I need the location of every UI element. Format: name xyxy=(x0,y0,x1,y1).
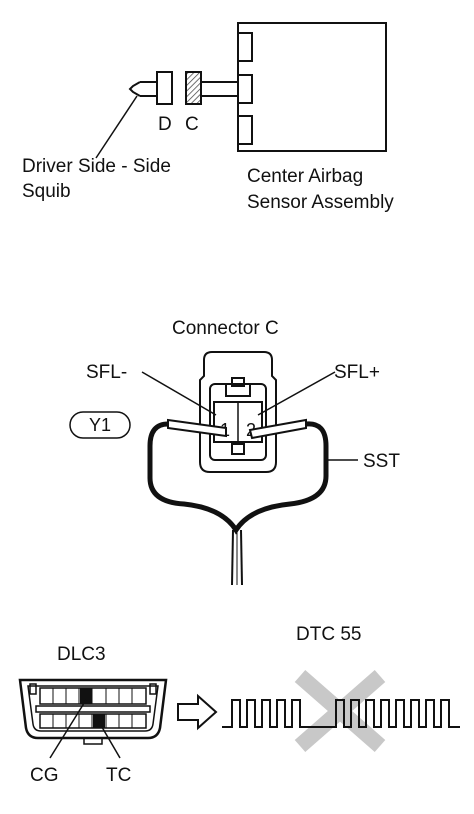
connector-latch-inner xyxy=(231,377,245,387)
tc-terminal xyxy=(80,688,92,704)
connector-c-title: Connector C xyxy=(172,318,279,339)
probe-left xyxy=(167,418,227,438)
cg-terminal xyxy=(93,714,105,728)
dlc3-connector-outer xyxy=(18,678,168,740)
dlc3-title: DLC3 xyxy=(57,644,106,665)
sensor-socket-lower xyxy=(237,115,253,145)
sensor-socket-middle xyxy=(237,74,253,104)
cg-label: CG xyxy=(30,765,59,786)
sfl-plus-label: SFL+ xyxy=(334,362,380,383)
dlc3-left-tab xyxy=(29,683,37,695)
dlc3-divider xyxy=(35,705,151,713)
connector-key xyxy=(231,443,245,455)
tc-label: TC xyxy=(106,765,131,786)
pin-d-label: D xyxy=(158,114,172,135)
sst-cable-tail xyxy=(231,529,243,586)
sfl-minus-label: SFL- xyxy=(86,362,127,383)
sensor-socket-upper xyxy=(237,32,253,62)
connector-c-shape xyxy=(185,71,202,105)
squib-leader-line xyxy=(95,95,138,159)
dlc3-upper-pins xyxy=(39,687,147,705)
harness-c-wire xyxy=(202,81,238,97)
dtc-55-pulse-waveform xyxy=(222,699,460,728)
dlc3-right-tab xyxy=(149,683,157,695)
squib-wire xyxy=(128,81,157,97)
connector-section: Connector C 1 2 S xyxy=(69,318,400,586)
pin-c-label: C xyxy=(185,114,199,135)
probe-right xyxy=(248,418,307,440)
cross-icon xyxy=(294,669,386,753)
sensor-label-line2: Sensor Assembly xyxy=(247,192,394,213)
dlc3-key xyxy=(83,737,103,745)
y1-tag-label: Y1 xyxy=(89,415,111,435)
sfl-plus-leader xyxy=(257,371,336,416)
sst-label: SST xyxy=(363,451,400,472)
dlc3-connector-inner xyxy=(27,685,159,732)
connector-latch xyxy=(225,383,251,397)
top-section: D C Driver Side - Side Squib Center Airb… xyxy=(22,22,394,213)
tc-leader xyxy=(98,721,121,759)
connector-d-shape xyxy=(156,71,173,105)
cg-leader xyxy=(49,699,87,759)
y1-tag-shape xyxy=(69,411,131,439)
center-airbag-sensor-box xyxy=(237,22,387,152)
right-arrow-icon xyxy=(177,693,218,731)
squib-label-line2: Squib xyxy=(22,181,71,202)
sfl-minus-leader xyxy=(141,371,217,416)
sst-cable xyxy=(147,421,329,535)
dlc-section: DLC3 DTC 55 xyxy=(18,624,460,786)
connector-housing-outer xyxy=(199,351,277,473)
dtc-title: DTC 55 xyxy=(296,624,361,645)
sensor-label-line1: Center Airbag xyxy=(247,166,363,187)
squib-label-line1: Driver Side - Side xyxy=(22,156,171,177)
